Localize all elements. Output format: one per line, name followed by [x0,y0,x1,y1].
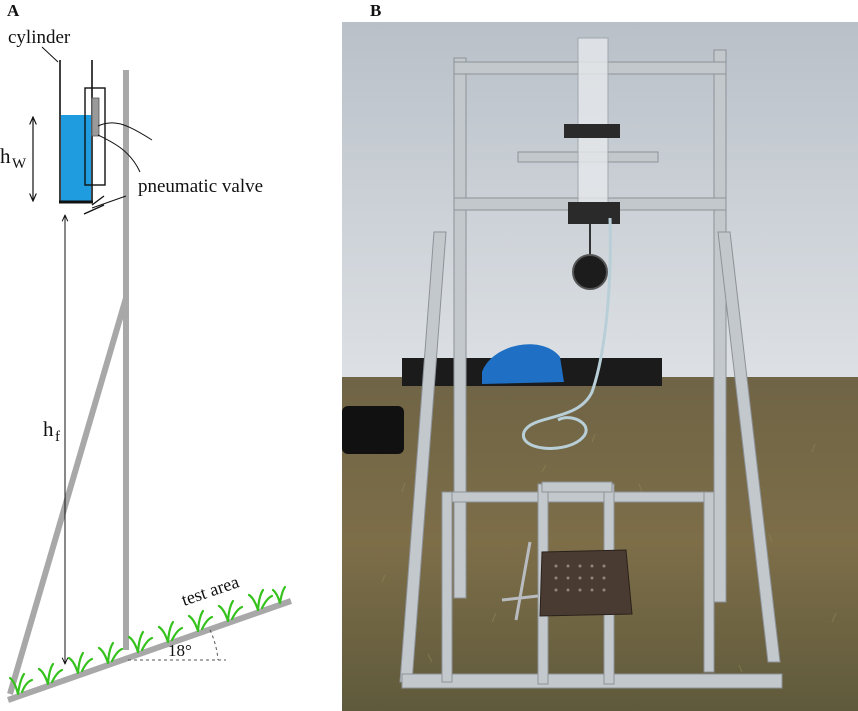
hanging-disc [572,254,608,290]
air-hose [522,217,612,450]
peg-handle [501,594,539,602]
valve-plate [91,97,100,137]
angle-label: 18° [168,641,192,660]
cylinder-label: cylinder [8,27,71,48]
plate-holes [554,564,606,592]
valve-leader-line [91,195,127,209]
valve-mount-frame [84,87,106,186]
fall-height-label: h [43,417,54,441]
valve-lever [83,195,105,215]
cylinder-leader-line [41,46,59,63]
rig-photo [342,22,858,711]
valve-clamp [568,202,620,224]
water-column [61,115,91,201]
cylinder-clamp [564,124,620,138]
aluminium-frame [399,49,783,689]
panel-label-b: B [370,1,382,20]
test-slope [7,598,292,703]
blue-tarp [482,344,564,384]
water-height-subscript: W [12,156,27,172]
setup-diagram: 18° cylinder h W pneumatic valve h f tes… [0,27,292,703]
grass [8,585,287,696]
air-tube-1 [97,122,153,141]
panel-label-a: A [7,1,20,20]
fall-height-subscript: f [55,429,60,445]
test-plate [539,549,633,617]
water-height-label: h [0,144,11,168]
black-pipe [342,406,404,454]
angle-arc [209,629,219,661]
ground-peg [514,541,532,621]
air-tube-2 [97,134,141,173]
diagonal-strut [7,297,129,695]
valve-label: pneumatic valve [138,176,263,197]
vertical-pole [123,70,129,650]
